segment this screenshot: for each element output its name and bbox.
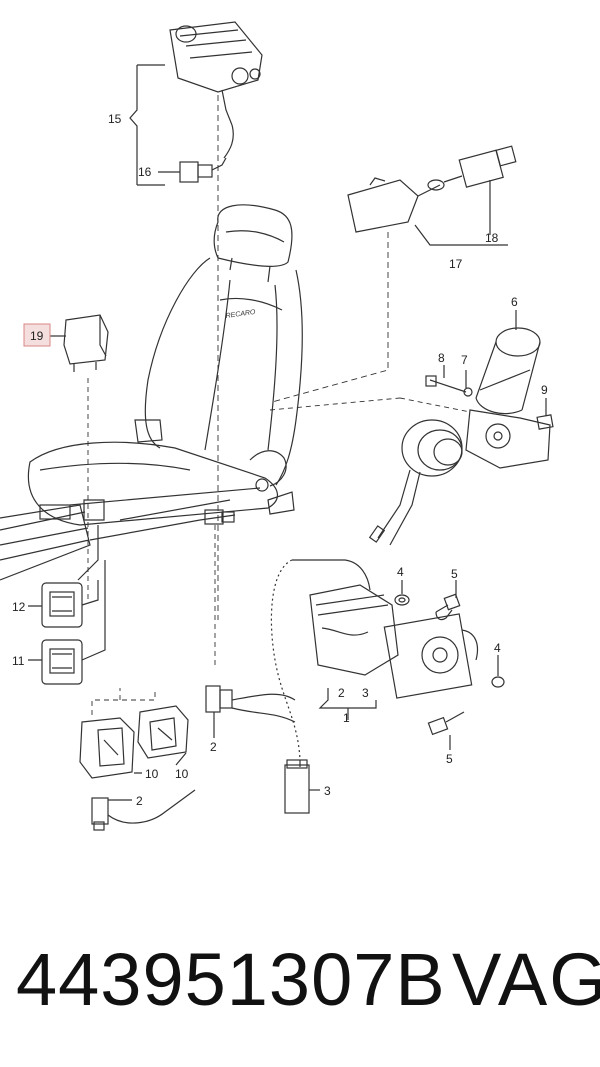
callout-19: 19 <box>30 329 44 343</box>
callout-4-top: 4 <box>397 565 404 579</box>
callout-2-motor: 2 <box>338 686 345 700</box>
switch-10b <box>137 705 189 759</box>
callout-2-bottom: 2 <box>136 794 143 808</box>
callout-10-right: 10 <box>175 767 189 781</box>
callout-3-connector: 3 <box>324 784 331 798</box>
connector-3 <box>284 759 320 814</box>
callout-9: 9 <box>541 383 548 397</box>
callout-6: 6 <box>511 295 518 309</box>
cable-coil <box>368 419 463 546</box>
callout-10-left: 10 <box>145 767 159 781</box>
parts-diagram: 15 16 18 17 6 8 7 9 19 4 5 4 5 12 11 2 3… <box>0 21 554 831</box>
part-number: 443951307B <box>16 938 446 1021</box>
connector-2-bottom <box>91 797 109 831</box>
callout-7: 7 <box>461 353 468 367</box>
bolt-5-bottom <box>427 711 465 736</box>
motor-6 <box>465 327 551 469</box>
pump-assembly <box>169 21 263 159</box>
switch-12 <box>41 582 83 628</box>
brand-label: VAG <box>452 938 600 1021</box>
relay-19 <box>63 314 109 372</box>
connector-16 <box>179 157 227 183</box>
bracket-15 <box>129 65 138 185</box>
footer-bar: 443951307B VAG <box>0 920 600 1040</box>
callout-3-motor: 3 <box>362 686 369 700</box>
washer-4-top <box>394 594 410 606</box>
callout-5-top: 5 <box>451 567 458 581</box>
callout-11: 11 <box>12 654 25 668</box>
callout-18: 18 <box>485 231 499 245</box>
callout-15: 15 <box>108 112 122 126</box>
callout-16: 16 <box>138 165 152 179</box>
callout-5-bottom: 5 <box>446 752 453 766</box>
callout-1: 1 <box>343 711 350 725</box>
callout-12: 12 <box>12 600 26 614</box>
seat-illustration <box>0 204 303 581</box>
switch-11 <box>41 639 83 685</box>
switch-10a <box>79 717 135 779</box>
washer-4-right <box>491 676 505 688</box>
seat-logo-text: RECARO <box>225 309 256 320</box>
highlight-box-19 <box>23 323 51 347</box>
connector-2-mid <box>205 685 233 713</box>
connector-17 <box>347 145 517 233</box>
callout-2-mid: 2 <box>210 740 217 754</box>
callout-17: 17 <box>449 257 463 271</box>
bolt-5-top <box>435 593 461 621</box>
callout-8: 8 <box>438 351 445 365</box>
callout-4-right: 4 <box>494 641 501 655</box>
motor-assembly-1 <box>309 584 479 699</box>
